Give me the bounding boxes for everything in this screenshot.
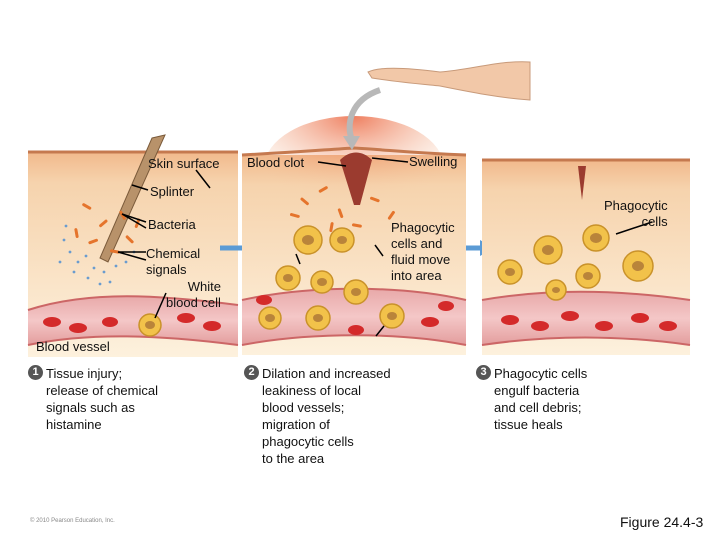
white-blood-cell-label: White blood cell [166,279,221,310]
skin-surface-label: Skin surface [148,156,220,171]
step-1-caption: Tissue injury; release of chemical signa… [46,366,158,432]
blood-vessel-label: Blood vessel [36,339,110,354]
step-1-badge: 1 [28,365,43,380]
swelling-label: Swelling [409,154,458,169]
blood-clot-label: Blood clot [247,155,305,170]
phagocytic-fluid-label: Phagocytic cells and fluid move into are… [391,220,455,283]
copyright: © 2010 Pearson Education, Inc. [30,518,115,524]
step-2-caption: Dilation and increased leakiness of loca… [262,366,391,466]
figure-label: Figure 24.4-3 [620,514,704,530]
finger-illustration [367,61,531,101]
panel-1 [27,134,239,357]
panel-3 [481,158,691,355]
panel-2 [241,116,467,355]
step-3-caption: Phagocytic cells engulf bacteria and cel… [494,366,588,432]
splinter-label: Splinter [150,184,195,199]
phagocytic-cells-label: Phagocytic cells [604,198,668,229]
step-2-badge: 2 [244,365,259,380]
step-3-badge: 3 [476,365,491,380]
bacteria-label: Bacteria [148,217,196,232]
chemical-signals-label: Chemical signals [146,246,201,277]
